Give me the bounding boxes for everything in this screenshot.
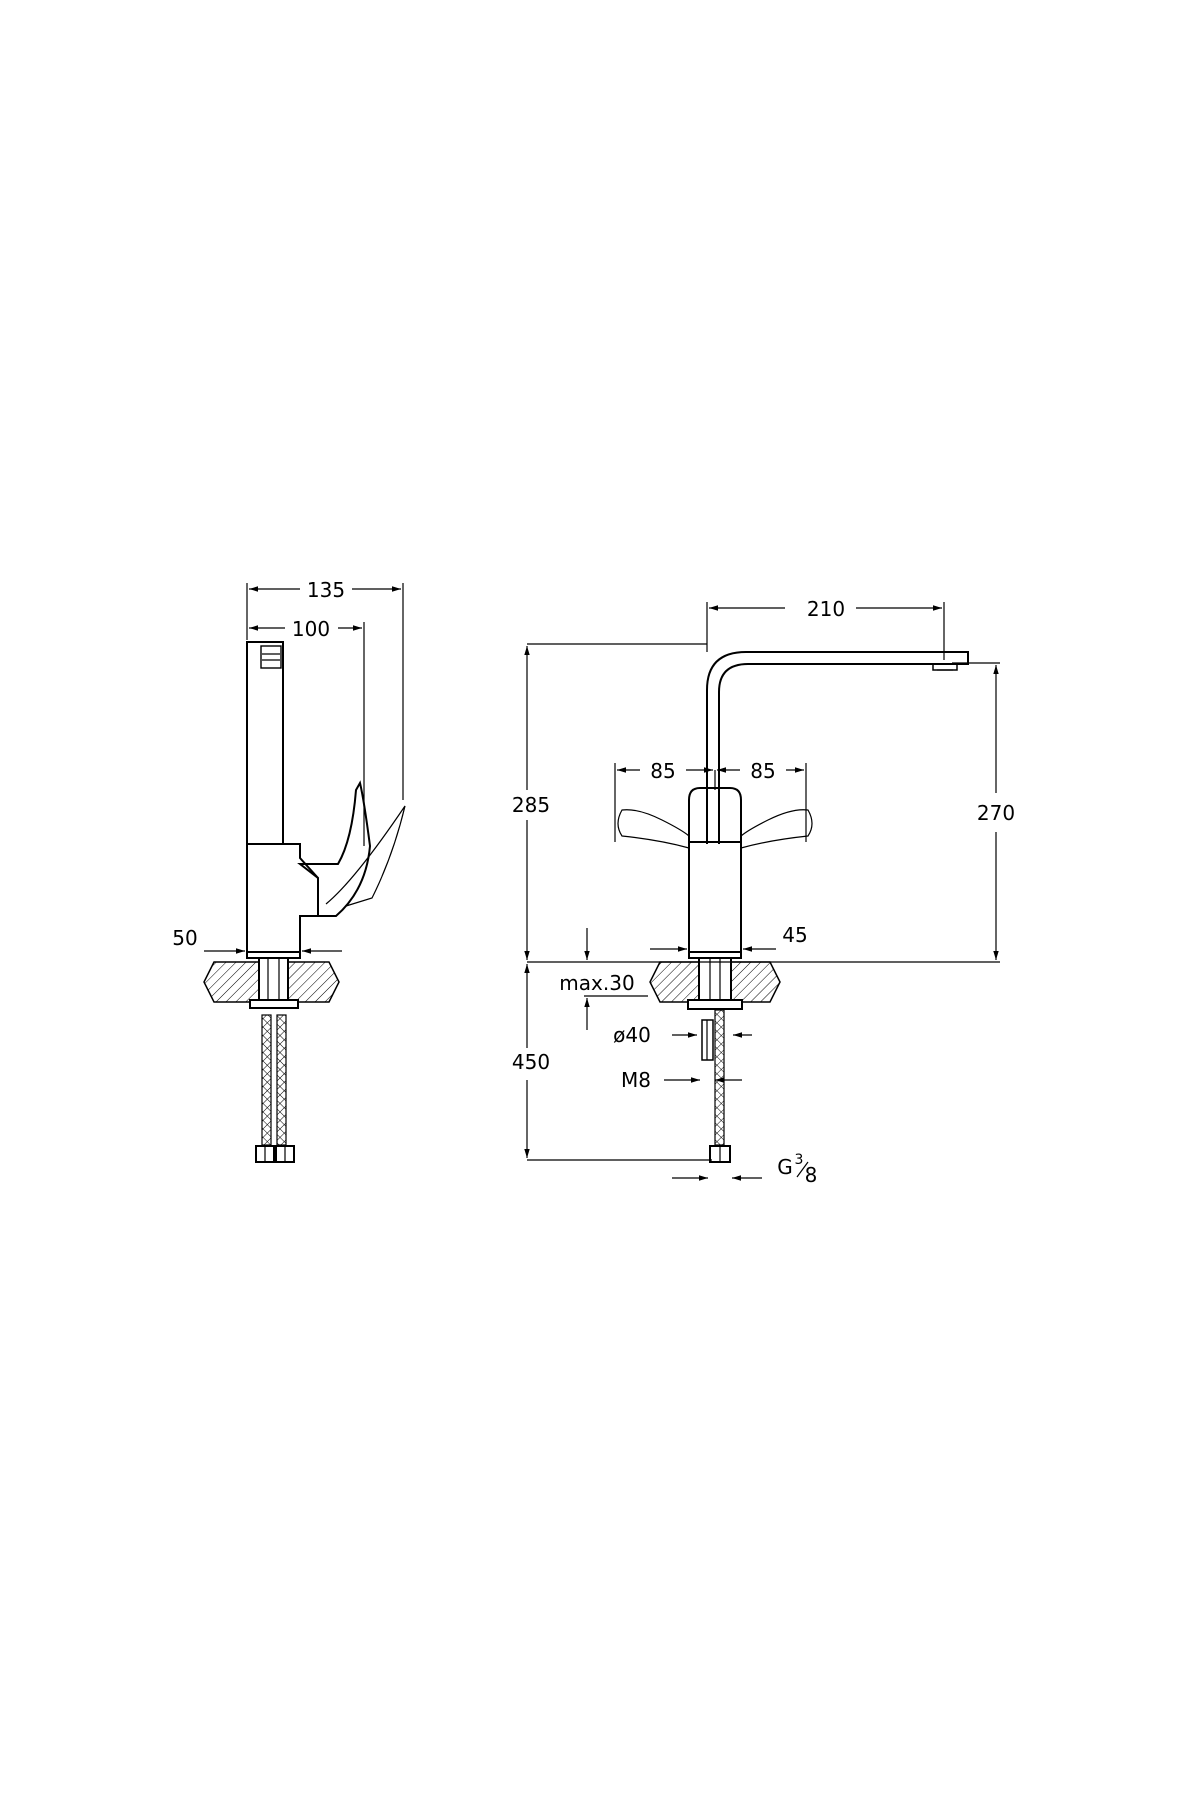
dim-85-right-label: 85: [750, 759, 775, 783]
front-spout: [706, 651, 969, 844]
dim-g-numerator-label: 3: [795, 1152, 804, 1168]
front-lever: [688, 787, 742, 842]
side-hose-left: [261, 1014, 272, 1146]
dim-d40-label: ø40: [613, 1023, 651, 1047]
dim-g-denominator-label: 8: [805, 1163, 818, 1187]
dim-m8-label: M8: [621, 1068, 651, 1092]
side-aerator-outlet: [260, 645, 282, 669]
side-view: 135 100 50: [172, 578, 406, 1163]
side-lever-swing: [325, 805, 406, 907]
front-hose: [714, 1009, 725, 1146]
side-lever: [297, 780, 372, 917]
dim-285-label: 285: [512, 793, 550, 817]
front-lever-swing-left: [617, 809, 690, 849]
dim-450-label: 450: [512, 1050, 550, 1074]
dim-45-label: 45: [782, 923, 807, 947]
front-body: [688, 841, 742, 953]
dim-270-label: 270: [977, 801, 1015, 825]
dim-max30-label: max.30: [559, 971, 634, 995]
dim-100-label: 100: [292, 617, 330, 641]
side-hose-right: [276, 1014, 287, 1146]
front-lever-swing-right: [740, 809, 813, 849]
side-spout-column: [246, 641, 284, 845]
dim-210-label: 210: [807, 597, 845, 621]
side-body: [246, 843, 319, 953]
dim-85-left-label: 85: [650, 759, 675, 783]
dim-g-prefix-label: G: [777, 1155, 793, 1179]
dim-135-label: 135: [307, 578, 345, 602]
front-view: 210 285 270 85 85 45 max.30 ø40: [512, 597, 1015, 1187]
dim-50-label: 50: [172, 926, 197, 950]
